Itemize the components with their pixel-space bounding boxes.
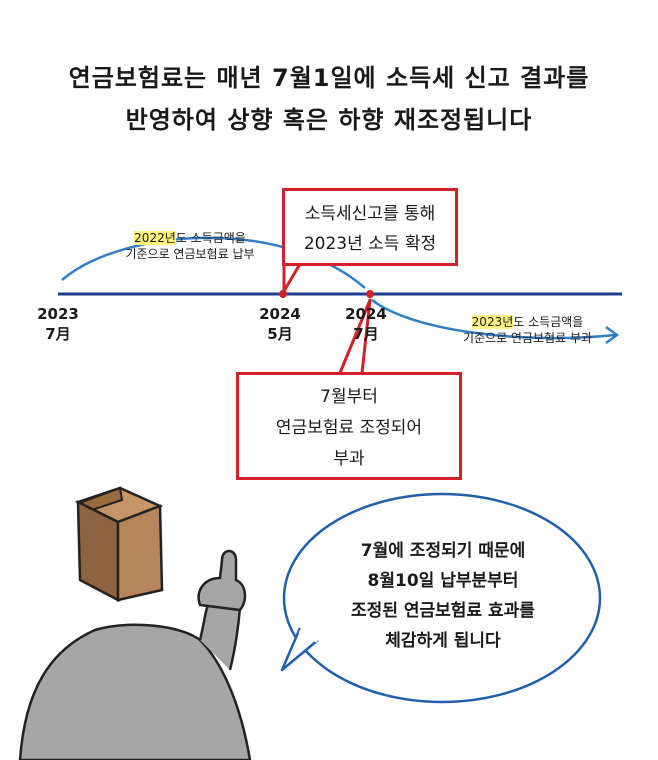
arc-right-arrowhead bbox=[605, 325, 620, 345]
date-2024-7: 2024 7月 bbox=[336, 304, 396, 344]
arc-right bbox=[371, 299, 616, 340]
arc-right-label: 2023년도 소득금액을 기준으로 연금보험료 부과 bbox=[440, 314, 615, 346]
box-head-front bbox=[116, 504, 164, 602]
date-2023-7: 2023 7月 bbox=[28, 304, 88, 344]
speech-line-1: 7월에 조정되기 때문에 bbox=[360, 541, 526, 561]
date-month: 5月 bbox=[267, 325, 293, 343]
box-bottom-line-3: 부과 bbox=[333, 449, 365, 469]
headline-line-2: 반영하여 상향 혹은 하향 재조정됩니다 bbox=[125, 106, 533, 134]
arc-right-text-1: 도 소득금액을 bbox=[513, 315, 584, 329]
dot-2024-7 bbox=[366, 290, 374, 298]
speech-bubble bbox=[282, 492, 602, 704]
date-year: 2023 bbox=[37, 305, 79, 323]
box-top: 소득세신고를 통해 2023년 소득 확정 bbox=[282, 188, 458, 266]
speech-bubble-tail bbox=[280, 627, 319, 672]
headline-line-1: 연금보험료는 매년 7월1일에 소득세 신고 결과를 bbox=[68, 64, 590, 92]
box-bottom-tail bbox=[338, 298, 372, 374]
box-bottom-line-1: 7월부터 bbox=[320, 387, 378, 407]
character-body bbox=[18, 623, 252, 760]
box-top-line-2: 2023년 소득 확정 bbox=[303, 234, 437, 254]
arc-left-text-1: 도 소득금액을 bbox=[175, 231, 246, 245]
arc-left-highlight: 2022년 bbox=[134, 231, 176, 245]
speech-line-3: 조정된 연금보험료 효과를 bbox=[351, 601, 535, 621]
character-hand-icon bbox=[197, 549, 247, 612]
speech-line-4: 체감하게 됩니다 bbox=[385, 631, 501, 651]
arc-left-label: 2022년도 소득금액을 기준으로 연금보험료 납부 bbox=[100, 230, 280, 262]
box-bottom-line-2: 연금보험료 조정되어 bbox=[275, 418, 423, 438]
speech-line-2: 8월10일 납부분부터 bbox=[367, 571, 519, 591]
box-top-tail bbox=[282, 263, 302, 293]
date-year: 2024 bbox=[259, 305, 301, 323]
arc-left-text-2: 기준으로 연금보험료 납부 bbox=[125, 247, 255, 261]
date-month: 7月 bbox=[353, 325, 379, 343]
box-bottom: 7월부터 연금보험료 조정되어 부과 bbox=[236, 372, 462, 480]
box-top-line-1: 소득세신고를 통해 bbox=[304, 204, 436, 224]
date-2024-5: 2024 5月 bbox=[250, 304, 310, 344]
date-month: 7月 bbox=[45, 325, 71, 343]
date-year: 2024 bbox=[345, 305, 387, 323]
speech-text: 7월에 조정되기 때문에 8월10일 납부분부터 조정된 연금보험료 효과를 체… bbox=[298, 536, 588, 656]
arc-right-highlight: 2023년 bbox=[471, 315, 514, 329]
arc-right-text-2: 기준으로 연금보험료 부과 bbox=[462, 331, 593, 345]
